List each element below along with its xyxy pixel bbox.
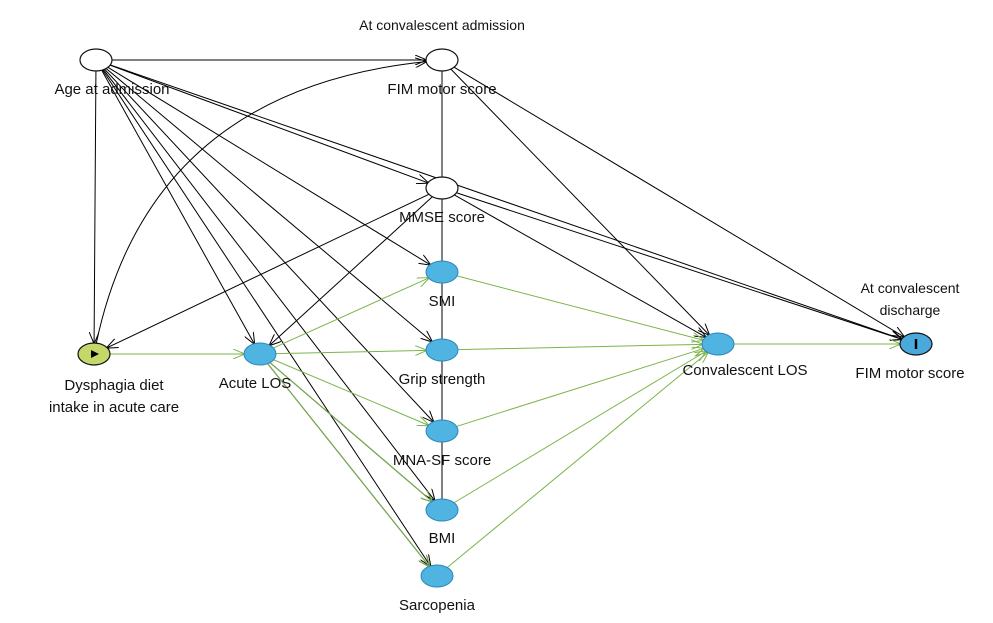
node-acute-los-label: Acute LOS xyxy=(219,375,292,392)
header-convalescent-discharge-1: At convalescent xyxy=(861,280,960,296)
edge-age-to-mmse xyxy=(109,64,428,183)
edge-age-to-mna xyxy=(104,68,434,421)
edge-age-to-grip xyxy=(105,68,432,342)
node-smi-label: SMI xyxy=(429,293,456,310)
node-age-label: Age at admission xyxy=(54,81,169,98)
edge-age-to-acute_los xyxy=(101,70,255,343)
node-convalescent-los[interactable]: Convalescent LOS xyxy=(682,332,808,379)
exposure-play-icon xyxy=(91,350,99,358)
edge-fim_adm-to-fim_dis xyxy=(453,66,904,337)
node-bmi-circle xyxy=(425,498,459,522)
edge-dysphagia-to-fim_adm xyxy=(95,62,426,344)
edge-mna-to-conv_los xyxy=(456,349,704,427)
header-convalescent-discharge-2: discharge xyxy=(880,302,941,318)
node-mmse-label: MMSE score xyxy=(399,209,485,226)
node-mna[interactable]: MNA-SF score xyxy=(393,419,491,469)
edge-sarc-to-conv_los xyxy=(446,352,708,568)
edge-age-to-sarc xyxy=(102,69,431,566)
node-dysphagia-label-2: intake in acute care xyxy=(49,399,179,416)
outcome-bar-icon xyxy=(914,339,918,349)
node-mna-label: MNA-SF score xyxy=(393,452,491,469)
node-fim-admission-label: FIM motor score xyxy=(387,81,496,98)
node-grip[interactable]: Grip strength xyxy=(399,338,486,388)
node-sarcopenia[interactable]: Sarcopenia xyxy=(399,564,476,614)
edge-fim_adm-to-conv_los xyxy=(450,68,709,335)
node-fim-discharge[interactable]: FIM motor score xyxy=(855,332,965,382)
edge-layer xyxy=(94,60,904,568)
node-layer: Age at admission FIM motor score MMSE sc… xyxy=(49,17,965,614)
node-grip-circle xyxy=(425,338,459,362)
edge-mmse-to-dysphagia xyxy=(107,193,430,347)
node-convalescent-los-circle xyxy=(701,332,735,356)
edge-mmse-to-conv_los xyxy=(454,194,705,337)
node-fim-admission[interactable]: FIM motor score xyxy=(387,48,497,98)
edge-bmi-to-conv_los xyxy=(453,351,706,504)
node-bmi-label: BMI xyxy=(429,530,456,547)
edge-smi-to-conv_los xyxy=(456,275,703,340)
edge-age-to-fim_dis xyxy=(110,64,901,339)
node-acute-los-circle xyxy=(243,342,277,366)
node-acute-los[interactable]: Acute LOS xyxy=(219,342,292,392)
edge-mmse-to-fim_dis xyxy=(456,192,901,340)
node-sarcopenia-label: Sarcopenia xyxy=(399,597,476,614)
node-mna-circle xyxy=(425,419,459,443)
node-dysphagia-label-1: Dysphagia diet xyxy=(64,377,164,394)
edge-age-to-dysphagia xyxy=(94,70,96,343)
node-grip-label: Grip strength xyxy=(399,371,486,388)
header-convalescent-admission: At convalescent admission xyxy=(359,17,525,33)
node-age[interactable]: Age at admission xyxy=(54,48,170,98)
node-mmse[interactable]: MMSE score xyxy=(399,176,485,226)
edge-acute_los-to-mna xyxy=(273,359,429,425)
edge-age-to-bmi xyxy=(103,69,434,501)
edge-acute_los-to-bmi xyxy=(269,362,432,502)
node-sarcopenia-circle xyxy=(420,564,454,588)
edge-age-to-smi xyxy=(107,66,430,264)
edge-mmse-to-acute_los xyxy=(270,196,433,345)
node-smi-circle xyxy=(425,260,459,284)
node-bmi[interactable]: BMI xyxy=(425,498,459,547)
node-fim-admission-circle xyxy=(425,48,459,72)
edge-grip-to-conv_los xyxy=(457,344,702,351)
edge-acute_los-to-smi xyxy=(273,278,428,349)
node-mmse-circle xyxy=(425,176,459,200)
edge-acute_los-to-sarc xyxy=(267,363,430,567)
node-fim-discharge-label: FIM motor score xyxy=(855,365,964,382)
node-age-circle xyxy=(79,48,113,72)
node-convalescent-los-label: Convalescent LOS xyxy=(682,362,807,379)
node-dysphagia[interactable]: Dysphagia diet intake in acute care xyxy=(49,342,179,416)
node-smi[interactable]: SMI xyxy=(425,260,459,310)
edge-acute_los-to-grip xyxy=(275,350,426,353)
